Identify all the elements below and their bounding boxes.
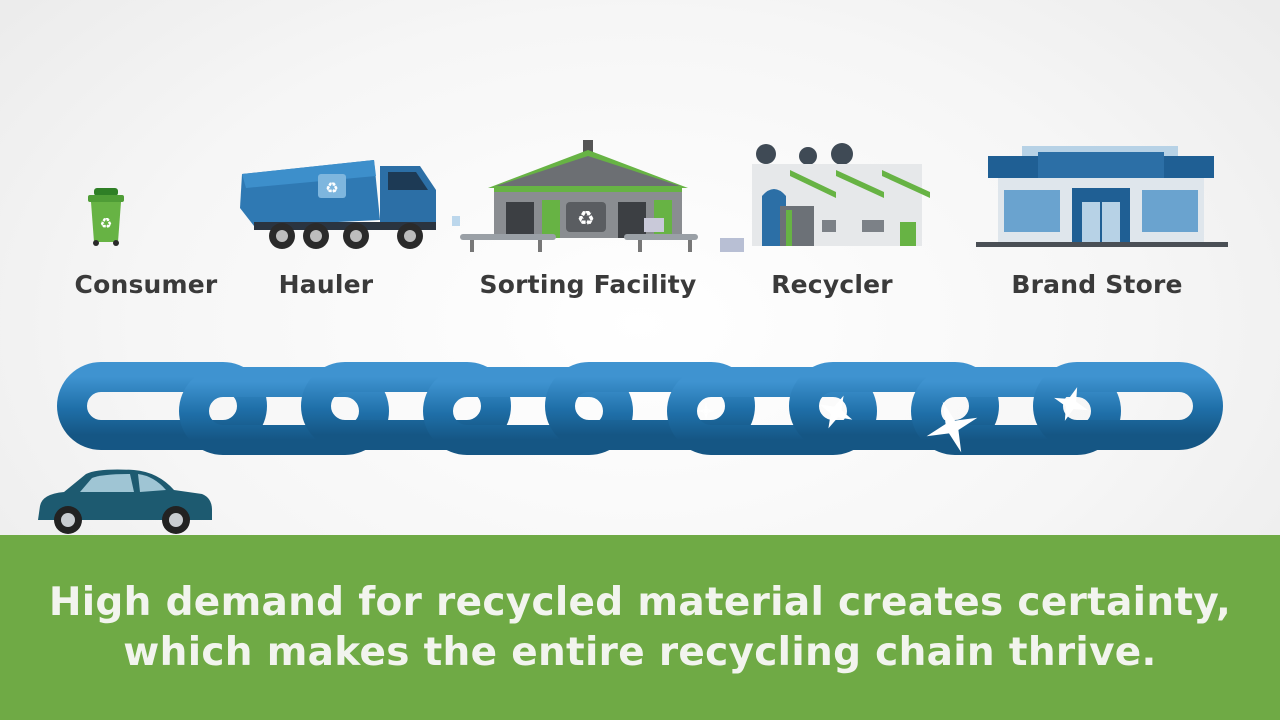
- svg-text:♻: ♻: [325, 179, 338, 197]
- warehouse-icon: ♻: [452, 140, 698, 252]
- sparkle-icon: [697, 402, 715, 420]
- chain-link: [179, 367, 389, 455]
- stage-label-hauler: Hauler: [278, 270, 374, 299]
- stage-label-sorting-facility: Sorting Facility: [479, 270, 697, 299]
- green-recycling-bin-icon: ♻: [88, 188, 124, 246]
- caption-line-1: High demand for recycled material create…: [48, 579, 1232, 625]
- svg-text:♻: ♻: [577, 206, 595, 230]
- factory-icon: [720, 143, 930, 252]
- sparkle-icon: [1054, 387, 1088, 421]
- sparkle-icons: [697, 387, 1088, 453]
- garbage-truck-icon: ♻: [240, 160, 436, 249]
- chain-link: [789, 362, 999, 450]
- caption-line-2: which makes the entire recycling chain t…: [123, 629, 1157, 675]
- svg-text:♻: ♻: [100, 216, 113, 232]
- sparkle-icon: [926, 401, 978, 453]
- caption-banner: High demand for recycled material create…: [0, 535, 1280, 720]
- chain-link: [1033, 362, 1223, 450]
- chain-link: [911, 367, 1121, 455]
- chain-link: [545, 362, 755, 450]
- chain-link: [57, 362, 267, 450]
- car-icon: [38, 469, 212, 534]
- chain-link: [667, 367, 877, 455]
- stage-label-brand-store: Brand Store: [1011, 270, 1183, 299]
- stage-label-recycler: Recycler: [771, 270, 893, 299]
- chain-links: [57, 362, 1223, 455]
- recycling-chain-scene: ♻ ♻ ♻: [38, 140, 1228, 534]
- stage-label-consumer: Consumer: [74, 270, 218, 299]
- sparkle-icon: [819, 395, 853, 429]
- chain-link: [301, 362, 511, 450]
- blue-chain-illustration: [57, 362, 1223, 455]
- storefront-icon: [976, 146, 1228, 247]
- chain-link: [423, 367, 633, 455]
